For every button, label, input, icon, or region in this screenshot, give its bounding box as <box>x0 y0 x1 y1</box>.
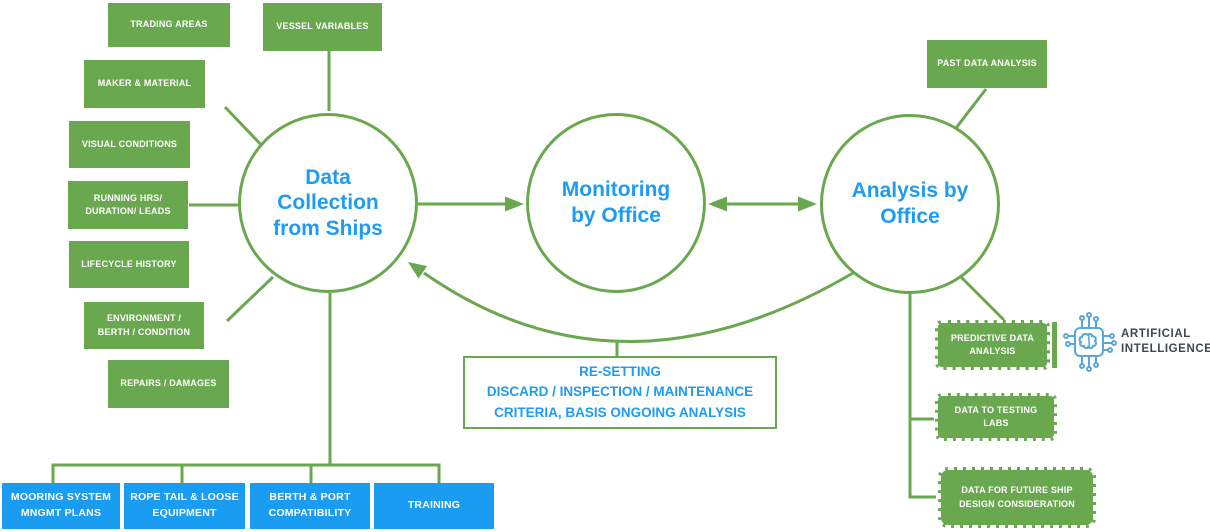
label-line: Monitoring <box>561 178 671 202</box>
line-environment-to-circle <box>225 275 275 323</box>
ai-brain-chip-icon <box>1063 312 1117 372</box>
input-box-trading-areas: TRADING AREAS <box>108 3 230 47</box>
output-box-past-data-analysis: PAST DATA ANALYSIS <box>927 40 1047 88</box>
line-bottom-branch-tree <box>51 293 441 483</box>
label-line: Data <box>305 165 351 189</box>
output-box-future-ship-design: DATA FOR FUTURE SHIP DESIGN CONSIDERATIO… <box>938 467 1096 528</box>
line-circle-to-predictive <box>959 275 1006 322</box>
node-analysis-by-office: Analysis by Office <box>820 114 1000 294</box>
line-right-branch-tree <box>908 293 936 499</box>
resetting-line: DISCARD / INSPECTION / MAINTENANCE <box>486 384 754 400</box>
label-line: Collection <box>277 191 379 215</box>
node-label-analysis: Analysis by Office <box>830 178 990 229</box>
line-past-data-to-circle <box>954 88 988 129</box>
label-line: from Ships <box>273 216 383 240</box>
arrowhead-into-analysis <box>798 196 817 212</box>
ai-label-line: INTELLIGENCE <box>1121 342 1210 355</box>
resetting-line: RE-SETTING <box>579 364 661 380</box>
input-box-vessel-variables: VESSEL VARIABLES <box>263 3 382 51</box>
ai-label-line: ARTIFICIAL <box>1121 328 1191 340</box>
input-box-running-hrs: RUNNING HRS/ DURATION/ LEADS <box>68 181 188 229</box>
node-monitoring-by-office: Monitoring by Office <box>526 113 706 293</box>
node-label-data-collection: Data Collection from Ships <box>248 165 408 242</box>
arrowhead-into-monitoring <box>505 196 524 212</box>
arc-analysis-to-data-collection <box>423 271 854 343</box>
action-box-berth-port-compatibility: BERTH & PORT COMPATIBILITY <box>250 483 370 529</box>
arrowheads <box>408 196 817 279</box>
arrowhead-into-monitoring-left <box>708 196 727 212</box>
input-box-repairs-damages: REPAIRS / DAMAGES <box>108 360 229 408</box>
label-line: Office <box>880 205 940 228</box>
label-line: Analysis by <box>851 179 969 203</box>
resetting-criteria-box: RE-SETTING DISCARD / INSPECTION / MAINTE… <box>463 356 777 429</box>
ai-label: ARTIFICIAL INTELLIGENCE <box>1121 327 1210 357</box>
input-box-maker-material: MAKER & MATERIAL <box>84 60 205 108</box>
resetting-line: CRITERIA, BASIS ONGOING ANALYSIS <box>494 404 746 420</box>
action-box-rope-tail-equipment: ROPE TAIL & LOOSE EQUIPMENT <box>124 483 245 529</box>
predictive-box-accent-bar <box>1052 322 1057 368</box>
label-line: by Office <box>571 204 661 227</box>
node-data-collection-from-ships: Data Collection from Ships <box>238 113 418 293</box>
input-box-visual-conditions: VISUAL CONDITIONS <box>69 121 190 168</box>
action-box-mooring-system-plans: MOORING SYSTEM MNGMT PLANS <box>2 483 120 529</box>
arrowhead-into-data-collection <box>408 262 428 279</box>
input-box-environment-berth: ENVIRONMENT / BERTH / CONDITION <box>84 302 204 349</box>
output-box-predictive-data-analysis: PREDICTIVE DATA ANALYSIS <box>935 320 1050 370</box>
input-box-lifecycle-history: LIFECYCLE HISTORY <box>69 241 189 288</box>
action-box-training: TRAINING <box>374 483 494 529</box>
output-box-data-to-testing-labs: DATA TO TESTING LABS <box>935 393 1057 441</box>
node-label-monitoring: Monitoring by Office <box>536 177 696 228</box>
